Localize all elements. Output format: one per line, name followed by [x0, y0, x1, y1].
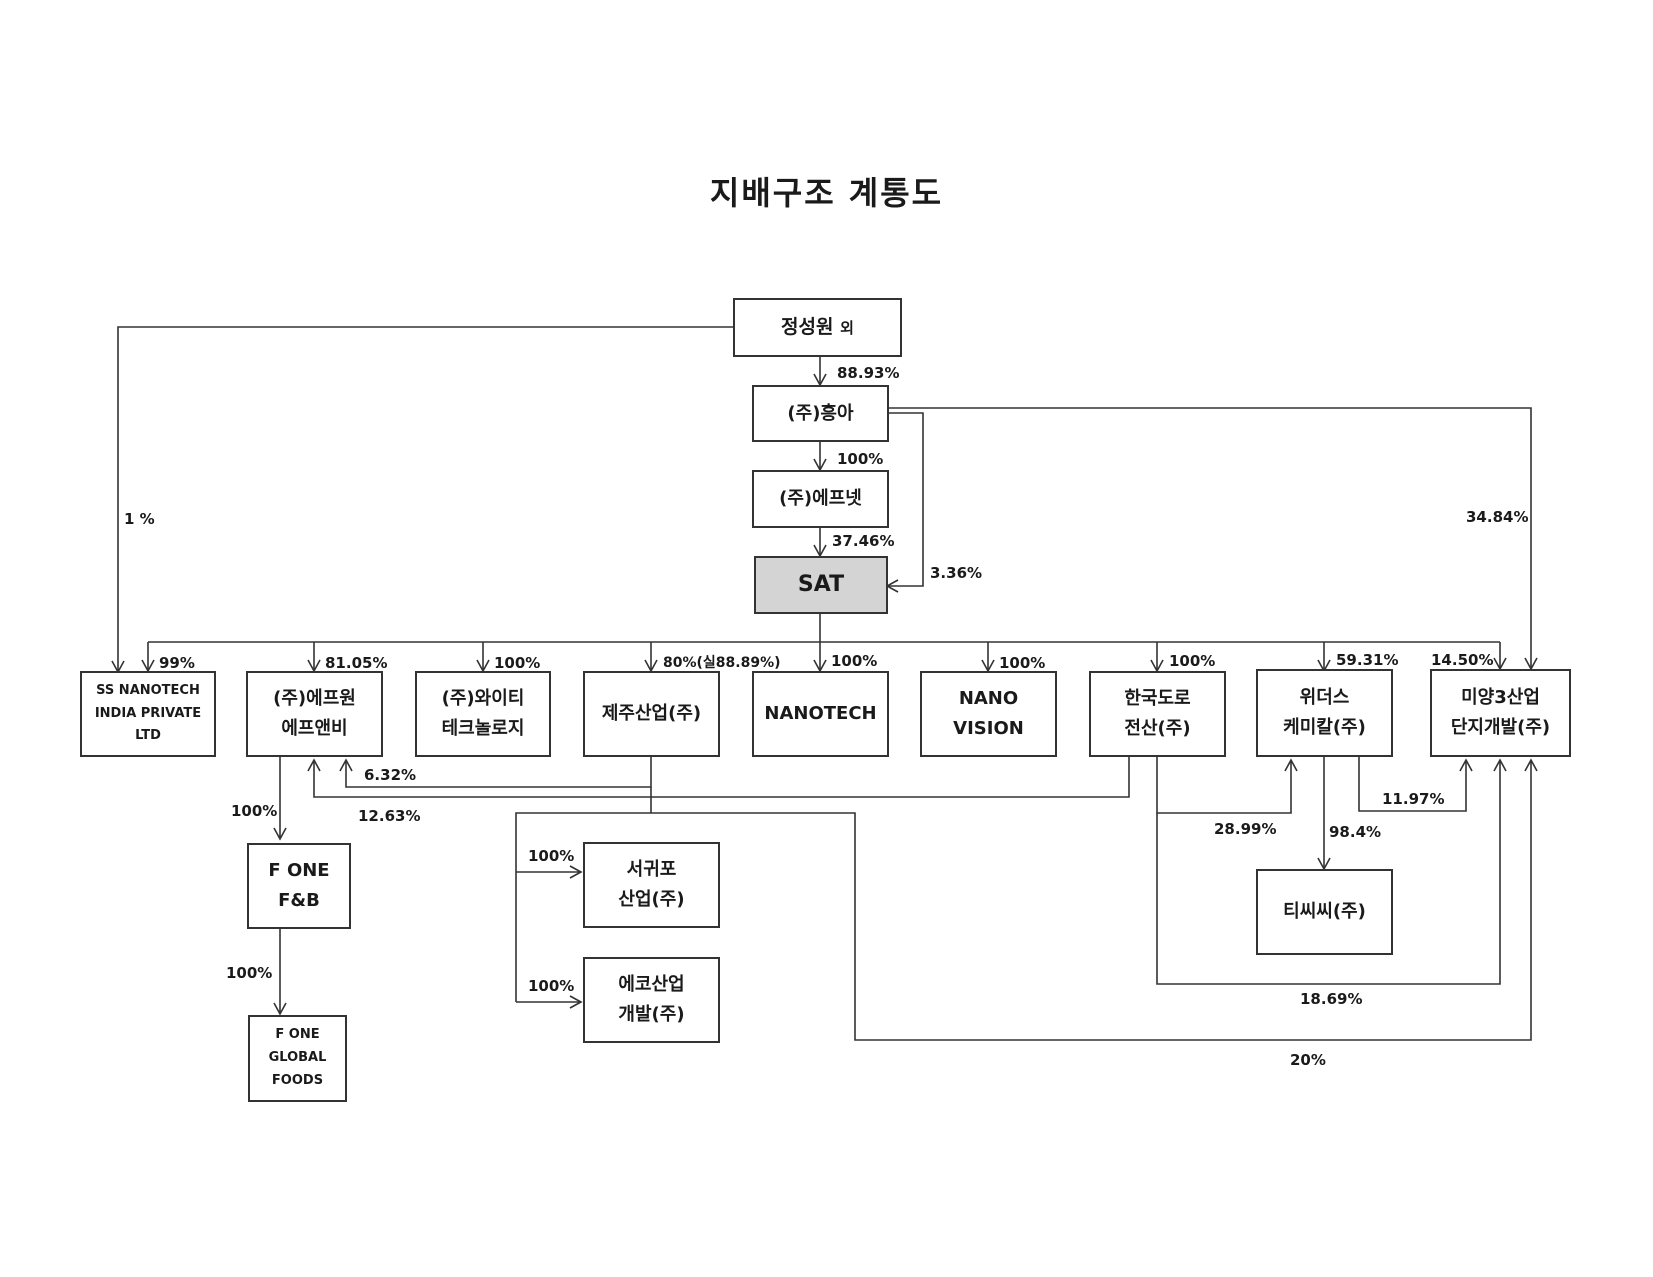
node-label-line3: FOODS	[271, 1072, 324, 1088]
node-tcc: 티씨씨(주)	[1256, 869, 1393, 955]
node-korea-doro: 한국도로 전산(주)	[1089, 671, 1226, 757]
node-label-line2: F&B	[278, 890, 320, 911]
stake-label: 100%	[999, 654, 1046, 672]
stake-label: 100%	[528, 977, 575, 995]
edge-doro-widus	[1156, 757, 1298, 814]
stake-label: 59.31%	[1336, 651, 1399, 669]
edge-heunga-miyang	[887, 407, 1538, 671]
node-fone-fnb-parent: (주)에프원 에프앤비	[246, 671, 383, 757]
stake-label: 37.46%	[832, 532, 895, 550]
stake-label: 3.36%	[930, 564, 983, 582]
edge-jeju-miyang	[651, 758, 1538, 1041]
node-label: SAT	[797, 571, 845, 597]
node-fone-global: F ONE GLOBAL FOODS	[248, 1015, 347, 1102]
node-label-line1: 미양3산업	[1461, 687, 1540, 709]
node-heunga: (주)흥아	[752, 385, 889, 442]
page-title: 지배구조 계통도	[709, 174, 944, 212]
stake-label: 100%	[226, 964, 273, 982]
stake-label: 14.50%	[1431, 651, 1494, 669]
node-label: (주)흥아	[787, 402, 854, 424]
stake-label: 20%	[1290, 1051, 1326, 1069]
node-label-line2: GLOBAL	[268, 1050, 327, 1066]
node-label-line2: 에프앤비	[281, 718, 348, 739]
stake-label: 100%	[1169, 652, 1216, 670]
node-label-line2: 전산(주)	[1124, 718, 1191, 739]
edge-heunga-sat	[885, 412, 924, 593]
node-jeju-sanup: 제주산업(주)	[583, 671, 720, 757]
node-sat: SAT	[754, 556, 888, 614]
edge-jsw-ss	[111, 326, 733, 674]
node-label-line2: 개발(주)	[618, 1004, 685, 1025]
node-label-line2: VISION	[953, 718, 1024, 739]
stake-label: 99%	[159, 654, 195, 672]
node-label-line1: F ONE	[268, 860, 330, 882]
node-fone-fb: F ONE F&B	[247, 843, 351, 929]
stake-label: 80%(실88.89%)	[663, 655, 781, 671]
stake-label: 81.05%	[325, 654, 388, 672]
node-label-line1: 서귀포	[626, 859, 677, 881]
node-label-line1: 한국도로	[1124, 688, 1191, 710]
edge-widus-miyang	[1358, 757, 1473, 812]
stake-label: 6.32%	[364, 766, 417, 784]
node-eco: 에코산업 개발(주)	[583, 957, 720, 1043]
node-nano-vision: NANO VISION	[920, 671, 1057, 757]
node-label-line1: (주)에프원	[273, 688, 356, 710]
stake-label: 11.97%	[1382, 790, 1445, 808]
node-label-line2: 단지개발(주)	[1450, 717, 1551, 738]
node-label: 제주산업(주)	[601, 703, 702, 725]
node-label-line3: LTD	[135, 728, 161, 744]
node-widus-chemical: 위더스 케미칼(주)	[1256, 669, 1393, 757]
stake-label: 34.84%	[1466, 508, 1529, 526]
edge-jeju-left	[515, 812, 651, 1002]
node-label: (주)에프넷	[779, 488, 862, 510]
node-label: 정성원	[781, 315, 834, 338]
edge-doro-miyang	[1156, 758, 1507, 985]
stake-label: 100%	[831, 652, 878, 670]
edge-doro-fone	[307, 757, 1130, 798]
node-label-suffix: 외	[840, 318, 854, 337]
node-ss-nanotech: SS NANOTECH INDIA PRIVATE LTD	[80, 671, 216, 757]
node-label: NANOTECH	[764, 703, 877, 725]
stake-label: 100%	[494, 654, 541, 672]
stake-label: 100%	[837, 450, 884, 468]
node-label-line1: (주)와이티	[441, 688, 525, 710]
stake-label: 12.63%	[358, 807, 421, 825]
node-label-line2: 산업(주)	[618, 889, 685, 910]
node-label-line2: INDIA PRIVATE	[94, 705, 202, 721]
node-label-line1: SS NANOTECH	[96, 682, 200, 698]
stake-label: 98.4%	[1329, 823, 1382, 841]
stake-label: 100%	[231, 802, 278, 820]
stake-label: 100%	[528, 847, 575, 865]
stake-label: 1 %	[124, 510, 155, 528]
node-fnet: (주)에프넷	[752, 470, 889, 528]
node-label-line2: 테크놀로지	[441, 718, 525, 739]
node-label-line1: 에코산업	[618, 974, 685, 996]
stake-label: 28.99%	[1214, 820, 1277, 838]
edge-jeju-fone	[339, 757, 652, 788]
stake-label: 88.93%	[837, 364, 900, 382]
node-label-line1: NANO	[958, 688, 1019, 710]
node-label-line1: F ONE	[275, 1027, 320, 1043]
node-jung-seong-won: 정성원 외	[733, 298, 902, 357]
node-label-line2: 케미칼(주)	[1283, 717, 1366, 738]
node-label-line1: 위더스	[1299, 687, 1350, 709]
node-seogwipo: 서귀포 산업(주)	[583, 842, 720, 928]
node-label: 티씨씨(주)	[1283, 901, 1366, 923]
node-wi-technology: (주)와이티 테크놀로지	[415, 671, 551, 757]
node-miyang: 미양3산업 단지개발(주)	[1430, 669, 1571, 757]
stake-label: 18.69%	[1300, 990, 1363, 1008]
node-nanotech: NANOTECH	[752, 671, 889, 757]
